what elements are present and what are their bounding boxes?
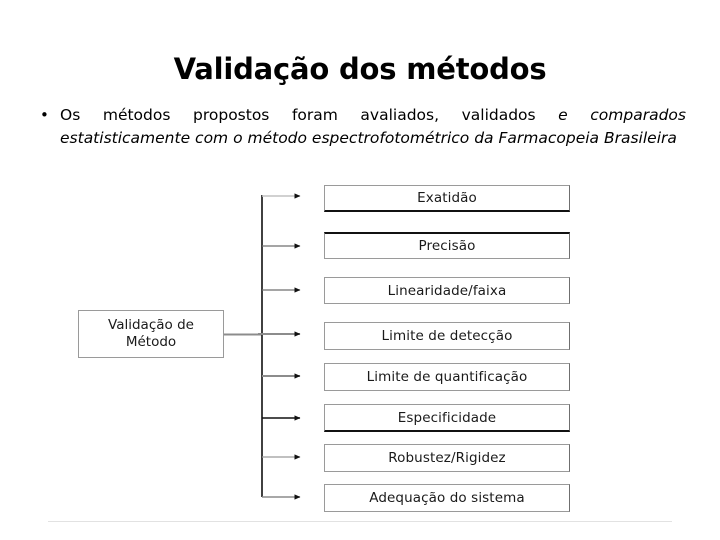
diagram-node-label: Limite de quantificação xyxy=(366,369,528,385)
diagram-node-label: Linearidade/faixa xyxy=(387,282,507,299)
diagram-node-label: Adequação do sistema xyxy=(369,490,525,506)
bullet-paragraph: Os métodos propostos foram avaliados, va… xyxy=(60,104,686,149)
diagram-node-limite-deteccao[interactable]: Limite de detecção xyxy=(324,322,570,350)
page-title: Validação dos métodos xyxy=(173,52,547,86)
diagram-node-adequacao-sistema[interactable]: Adequação do sistema xyxy=(324,484,570,512)
bullet-italic-text: e comparados estatisticamente com o méto… xyxy=(60,106,686,147)
bullet-marker-icon: • xyxy=(40,106,49,124)
diagram-node-precisao[interactable]: Precisão xyxy=(324,232,570,259)
diagram-node-label: Limite de detecção xyxy=(381,328,513,344)
diagram-node-limite-quantificacao[interactable]: Limite de quantificação xyxy=(324,363,570,391)
diagram-node-label: Exatidão xyxy=(417,190,477,206)
diagram-root-label-line1: Validação de xyxy=(108,317,194,333)
bullet-lead-text: Os métodos propostos foram avaliados, va… xyxy=(60,106,559,124)
slide-baseline-rule xyxy=(48,521,672,522)
diagram-root-label: Validação de Método xyxy=(108,317,194,351)
diagram-node-exatidao[interactable]: Exatidão xyxy=(324,185,570,212)
diagram-node-label: Robustez/Rigidez xyxy=(388,450,506,466)
diagram-node-label: Especificidade xyxy=(397,409,497,426)
diagram-node-robustez-rigidez[interactable]: Robustez/Rigidez xyxy=(324,444,570,472)
diagram-node-label: Precisão xyxy=(418,238,476,254)
bullet-list: • Os métodos propostos foram avaliados, … xyxy=(34,104,686,149)
diagram-node-especificidade[interactable]: Especificidade xyxy=(324,404,570,432)
diagram-node-linearidade-faixa[interactable]: Linearidade/faixa xyxy=(324,277,570,304)
diagram-root-node[interactable]: Validação de Método xyxy=(78,310,224,358)
diagram-root-label-line2: Método xyxy=(125,334,177,350)
